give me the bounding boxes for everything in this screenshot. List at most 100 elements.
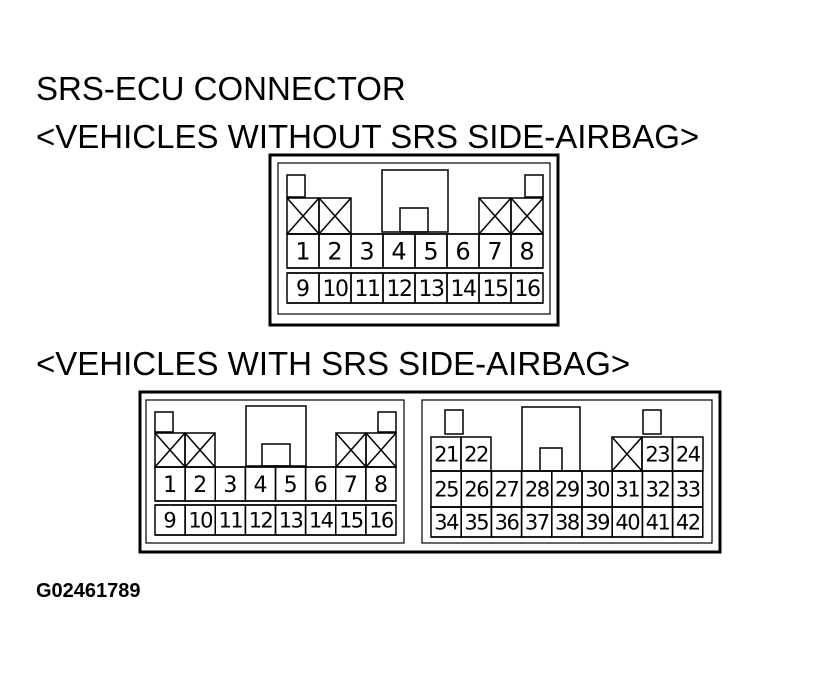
pin-label: 16 [515,277,540,302]
pin-label: 3 [223,473,237,498]
pin-3: 3 [214,466,247,502]
pin-9: 9 [154,504,186,536]
pin-42: 42 [671,506,704,538]
pin-label: 41 [646,511,670,535]
pin-36: 36 [490,506,523,538]
pin-label: 12 [387,277,412,302]
connector-b-frame [138,390,722,554]
pin-label: 1 [163,473,177,498]
pin-8: 8 [365,466,397,502]
pin-12: 12 [244,504,277,536]
pin-1: 1 [286,233,320,269]
pin-1: 1 [154,466,186,502]
pin-37: 37 [520,506,553,538]
pin-28: 28 [520,470,553,508]
pin-label: 36 [495,511,520,535]
pin-25: 25 [430,470,462,508]
pin-label: 3 [359,238,374,266]
pin-label: 4 [253,473,267,498]
connector-b-right-blocked-cavity [611,436,643,472]
pin-label: 15 [483,277,508,302]
pin-label: 12 [249,509,273,533]
pin-41: 41 [641,506,674,538]
pin-30: 30 [581,470,613,508]
pin-label: 5 [423,238,438,266]
pin-label: 28 [525,478,549,502]
pin-label: 25 [434,478,458,502]
pin-label: 23 [645,443,669,467]
pin-35: 35 [460,506,493,538]
pin-label: 4 [391,238,406,266]
pin-7: 7 [478,233,512,269]
pin-label: 2 [193,473,207,498]
pin-label: 38 [555,511,579,535]
pin-8: 8 [510,233,544,269]
pin-label: 13 [419,277,444,302]
pin-label: 40 [615,511,639,535]
pin-label: 35 [464,511,488,535]
pin-label: 14 [309,509,334,533]
subheading-with-side-airbag: <VEHICLES WITH SRS SIDE-AIRBAG> [36,345,631,382]
pin-label: 2 [327,238,342,266]
pin-23: 23 [641,436,674,472]
pin-label: 26 [464,478,489,502]
pin-11: 11 [214,504,247,536]
pin-2: 2 [184,466,216,502]
pin-label: 9 [296,277,310,302]
pin-13: 13 [414,272,448,304]
pin-24: 24 [671,436,704,472]
pin-label: 8 [374,473,388,498]
pin-label: 21 [434,443,458,467]
pin-22: 22 [460,436,492,472]
pin-label: 37 [525,511,549,535]
pin-label: 6 [455,238,470,266]
pin-label: 5 [284,473,298,498]
pin-label: 29 [555,478,579,502]
pin-label: 42 [676,511,700,535]
pin-label: 10 [323,277,348,302]
pin-label: 31 [615,478,639,502]
pin-16: 16 [365,504,397,536]
pin-5: 5 [414,233,448,269]
pin-2: 2 [318,233,352,269]
pin-38: 38 [551,506,583,538]
pin-14: 14 [446,272,480,304]
pin-label: 14 [451,277,476,302]
pin-label: 32 [646,478,670,502]
pin-label: 39 [585,511,609,535]
pin-7: 7 [335,466,367,502]
pin-label: 16 [369,509,394,533]
pin-15: 15 [335,504,367,536]
pin-34: 34 [430,506,462,538]
pin-14: 14 [304,504,337,536]
pin-label: 11 [218,509,242,533]
pin-label: 7 [344,473,358,498]
subheading-without-side-airbag: <VEHICLES WITHOUT SRS SIDE-AIRBAG> [36,118,700,155]
pin-label: 30 [585,478,609,502]
pin-31: 31 [611,470,644,508]
pin-label: 33 [676,478,700,502]
pin-21: 21 [430,436,462,472]
pin-label: 7 [487,238,502,266]
pin-label: 22 [464,443,488,467]
pin-39: 39 [581,506,613,538]
pin-27: 27 [490,470,523,508]
pin-label: 34 [434,511,459,535]
pin-6: 6 [304,466,337,502]
pin-label: 15 [339,509,363,533]
pin-10: 10 [318,272,352,304]
pin-13: 13 [274,504,307,536]
connector-b-left-blocked-cavities [154,432,397,468]
pin-5: 5 [274,466,307,502]
pin-29: 29 [551,470,583,508]
pin-33: 33 [671,470,704,508]
pin-11: 11 [350,272,384,304]
pin-4: 4 [382,233,416,269]
